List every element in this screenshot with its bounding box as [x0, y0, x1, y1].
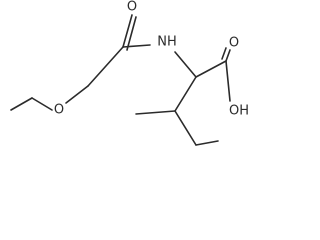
bond-beta-ch2	[174, 110, 197, 146]
bond-ch2-carbonyl	[87, 46, 124, 87]
bond-ethyl-ch2-o	[31, 97, 53, 111]
bond-ch2-ch3	[195, 140, 219, 146]
bond-amide-c-o-2	[126, 16, 137, 51]
bond-nh-alpha-carbon	[174, 51, 197, 78]
bond-alpha-carboxyl	[195, 60, 227, 78]
ether-oxygen-label: O	[54, 103, 64, 118]
bond-amide-c-o-1	[122, 14, 133, 48]
bond-o-ch2	[65, 85, 89, 104]
hydroxyl-label: OH	[229, 104, 249, 119]
bond-alpha-beta	[174, 76, 197, 112]
amide-nh-label: NH	[157, 35, 177, 50]
amide-oxygen-label: O	[127, 0, 137, 15]
chemical-structure-diagram: O O NH O OH	[10, 0, 249, 146]
bond-carboxyl-oh	[225, 60, 231, 102]
bond-carbonyl-nh	[122, 44, 151, 48]
carboxyl-oxygen-label: O	[229, 36, 239, 51]
bond-ethyl-ch3-ch2	[10, 97, 33, 111]
bond-carboxyl-c-o-2	[221, 47, 227, 60]
bond-carboxyl-c-o-1	[225, 49, 231, 62]
bond-beta-methyl	[135, 110, 176, 115]
